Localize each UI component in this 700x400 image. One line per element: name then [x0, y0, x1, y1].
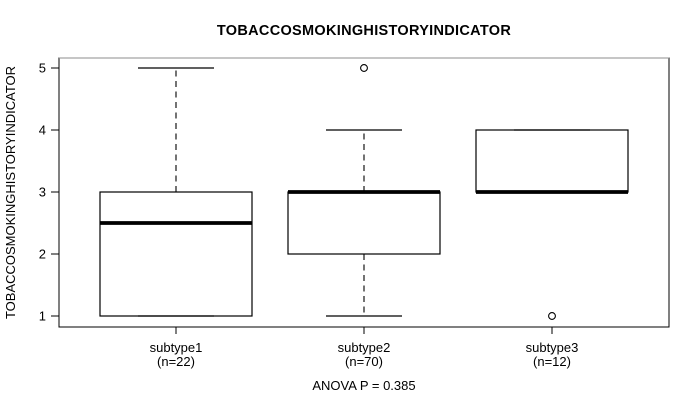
- outlier-point: [548, 312, 556, 320]
- x-group-count: (n=70): [345, 354, 383, 369]
- y-tick-label: 1: [39, 309, 46, 324]
- y-tick-label: 3: [39, 185, 46, 200]
- box-subtype3: [475, 129, 629, 320]
- axes-layer: 1 2 3 4 5 subtype1(n=22) subtype2(n=70) subtype…: [39, 57, 670, 369]
- iqr-box: [475, 129, 629, 193]
- iqr-box: [99, 191, 253, 317]
- box-subtype1: [99, 67, 253, 317]
- x-group-label: subtype2: [338, 340, 391, 355]
- y-tick-label: 4: [39, 123, 46, 138]
- outlier-point: [360, 64, 368, 72]
- anova-annotation: ANOVA P = 0.385: [312, 378, 415, 393]
- x-group-label: subtype1: [150, 340, 203, 355]
- y-axis-title: TOBACCOSMOKINGHISTORYINDICATOR: [3, 66, 18, 319]
- x-group-count: (n=12): [533, 354, 571, 369]
- chart-title: TOBACCOSMOKINGHISTORYINDICATOR: [217, 23, 511, 39]
- y-tick-label: 2: [39, 247, 46, 262]
- x-group-count: (n=22): [157, 354, 195, 369]
- x-group-label: subtype3: [526, 340, 579, 355]
- iqr-box: [287, 191, 441, 255]
- box-subtype2: [287, 64, 441, 317]
- y-tick-label: 5: [39, 61, 46, 76]
- boxplot-shapes: [99, 64, 629, 320]
